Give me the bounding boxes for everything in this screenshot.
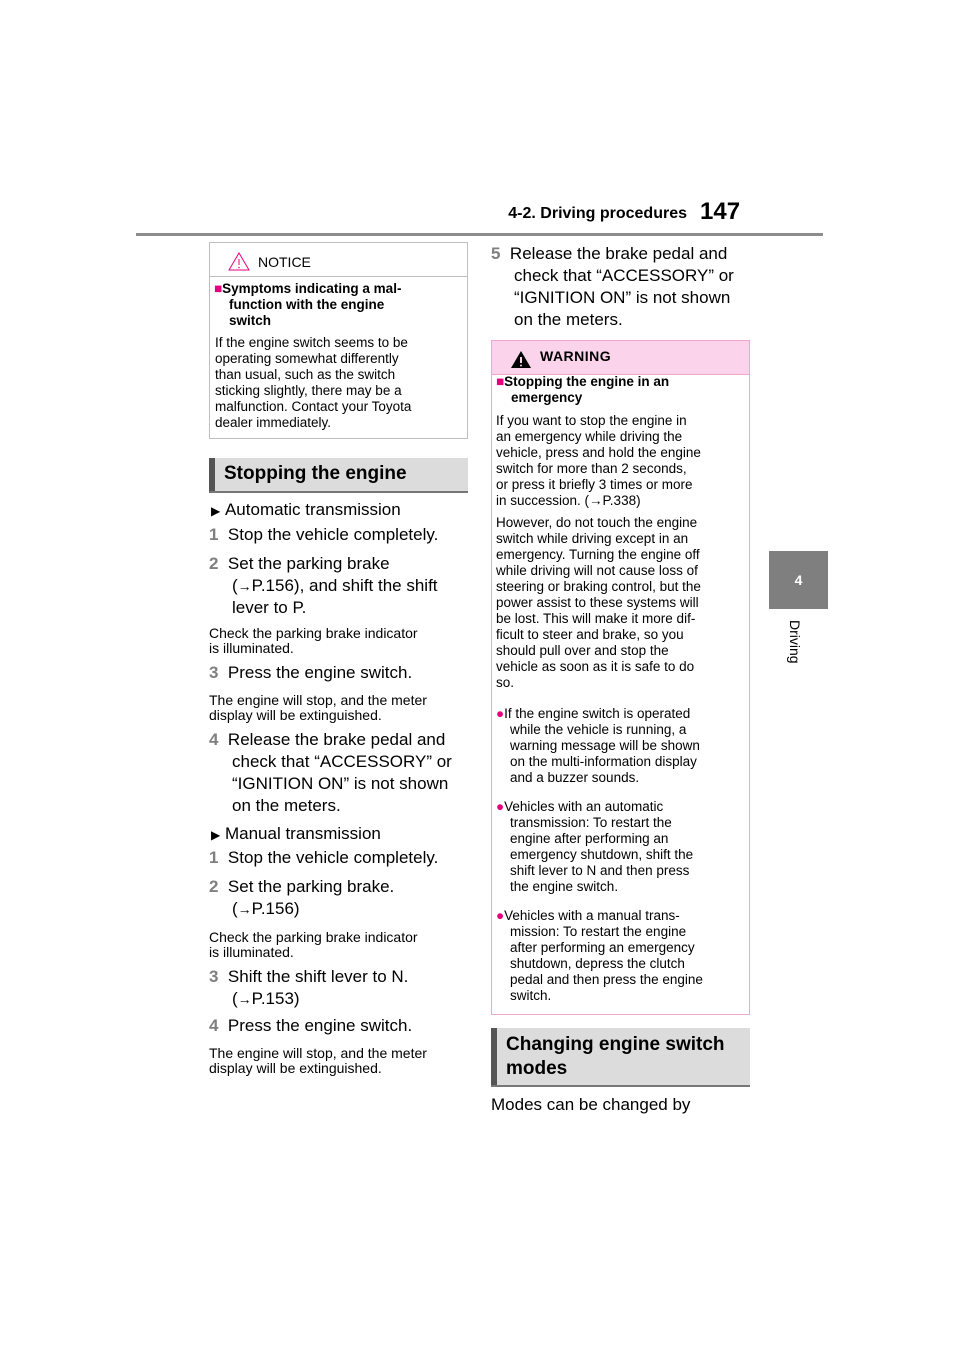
auto-step-2: 2 Set the parking brake (→P.156), and sh…	[209, 554, 438, 617]
manual-note-4: The engine will stop, and the meter disp…	[209, 1045, 427, 1076]
header-rule	[136, 233, 823, 236]
warning-header: WARNING	[492, 341, 749, 375]
auto-note-1: Check the parking brake indicator is ill…	[209, 625, 418, 656]
auto-step-4: 4 Release the brake pedal and check that…	[209, 730, 452, 815]
warning-bullet-1: ●If the engine switch is operated while …	[496, 706, 700, 785]
manual-step-4: 4 Press the engine switch.	[209, 1016, 413, 1035]
page-number: 147	[700, 198, 741, 225]
notice-label: NOTICE	[258, 254, 311, 270]
manual-step-1: 1 Stop the vehicle completely.	[209, 848, 439, 867]
modes-intro-text: Modes can be changed by	[491, 1095, 691, 1114]
pointer-triangle-icon: ▶	[211, 504, 221, 518]
warning-label: WARNING	[540, 348, 612, 364]
warning-triangle-icon	[228, 252, 250, 271]
notice-text: If the engine switch seems to be operati…	[215, 335, 412, 430]
manual-step-3: 3 Shift the shift lever to N. (→P.153)	[209, 967, 409, 1008]
warning-bullet-2: ●Vehicles with an automatic transmission…	[496, 799, 694, 894]
circle-bullet-icon: ●	[496, 706, 505, 721]
auto-note-3: The engine will stop, and the meter disp…	[209, 692, 427, 723]
auto-step-3: 3 Press the engine switch.	[209, 663, 413, 682]
automatic-transmission-label: ▶ Automatic transmission	[211, 500, 401, 519]
right-arrow-icon: →	[237, 901, 252, 917]
notice-header: NOTICE	[210, 243, 467, 277]
warning-paragraph-1: If you want to stop the engine in an eme…	[496, 413, 701, 508]
chapter-label-text: Driving	[787, 620, 803, 664]
warning-triangle-icon	[511, 351, 531, 368]
right-arrow-icon: →	[589, 493, 603, 508]
stopping-engine-heading: Stopping the engine	[209, 458, 468, 493]
manual-note-2: Check the parking brake indicator is ill…	[209, 929, 418, 960]
chapter-number: 4	[794, 572, 803, 588]
notice-box: NOTICE	[209, 242, 468, 439]
warning-box: WARNING	[491, 340, 750, 1015]
notice-title: ■Symptoms indicating a mal- function wit…	[214, 281, 402, 328]
manual-transmission-label: ▶ Manual transmission	[211, 824, 381, 843]
right-arrow-icon: →	[237, 991, 252, 1007]
chapter-tab[interactable]: 4	[769, 551, 828, 609]
manual-step-5: 5 Release the brake pedal and check that…	[491, 244, 734, 329]
square-bullet-icon: ■	[214, 281, 223, 296]
section-title: 4-2. Driving procedures	[508, 205, 687, 222]
warning-paragraph-2: However, do not touch the engine switch …	[496, 515, 701, 690]
circle-bullet-icon: ●	[496, 799, 505, 814]
pointer-triangle-icon: ▶	[211, 828, 221, 842]
square-bullet-icon: ■	[496, 374, 505, 389]
auto-step-1: 1 Stop the vehicle completely.	[209, 525, 439, 544]
changing-modes-heading: Changing engine switch modes	[491, 1028, 750, 1087]
circle-bullet-icon: ●	[496, 908, 505, 923]
manual-step-2: 2 Set the parking brake. (→P.156)	[209, 877, 395, 918]
warning-title: ■Stopping the engine in an emergency	[496, 374, 670, 405]
warning-bullet-3: ●Vehicles with a manual trans- mission: …	[496, 908, 703, 1003]
right-arrow-icon: →	[237, 578, 252, 594]
chapter-label: Driving	[765, 620, 833, 700]
